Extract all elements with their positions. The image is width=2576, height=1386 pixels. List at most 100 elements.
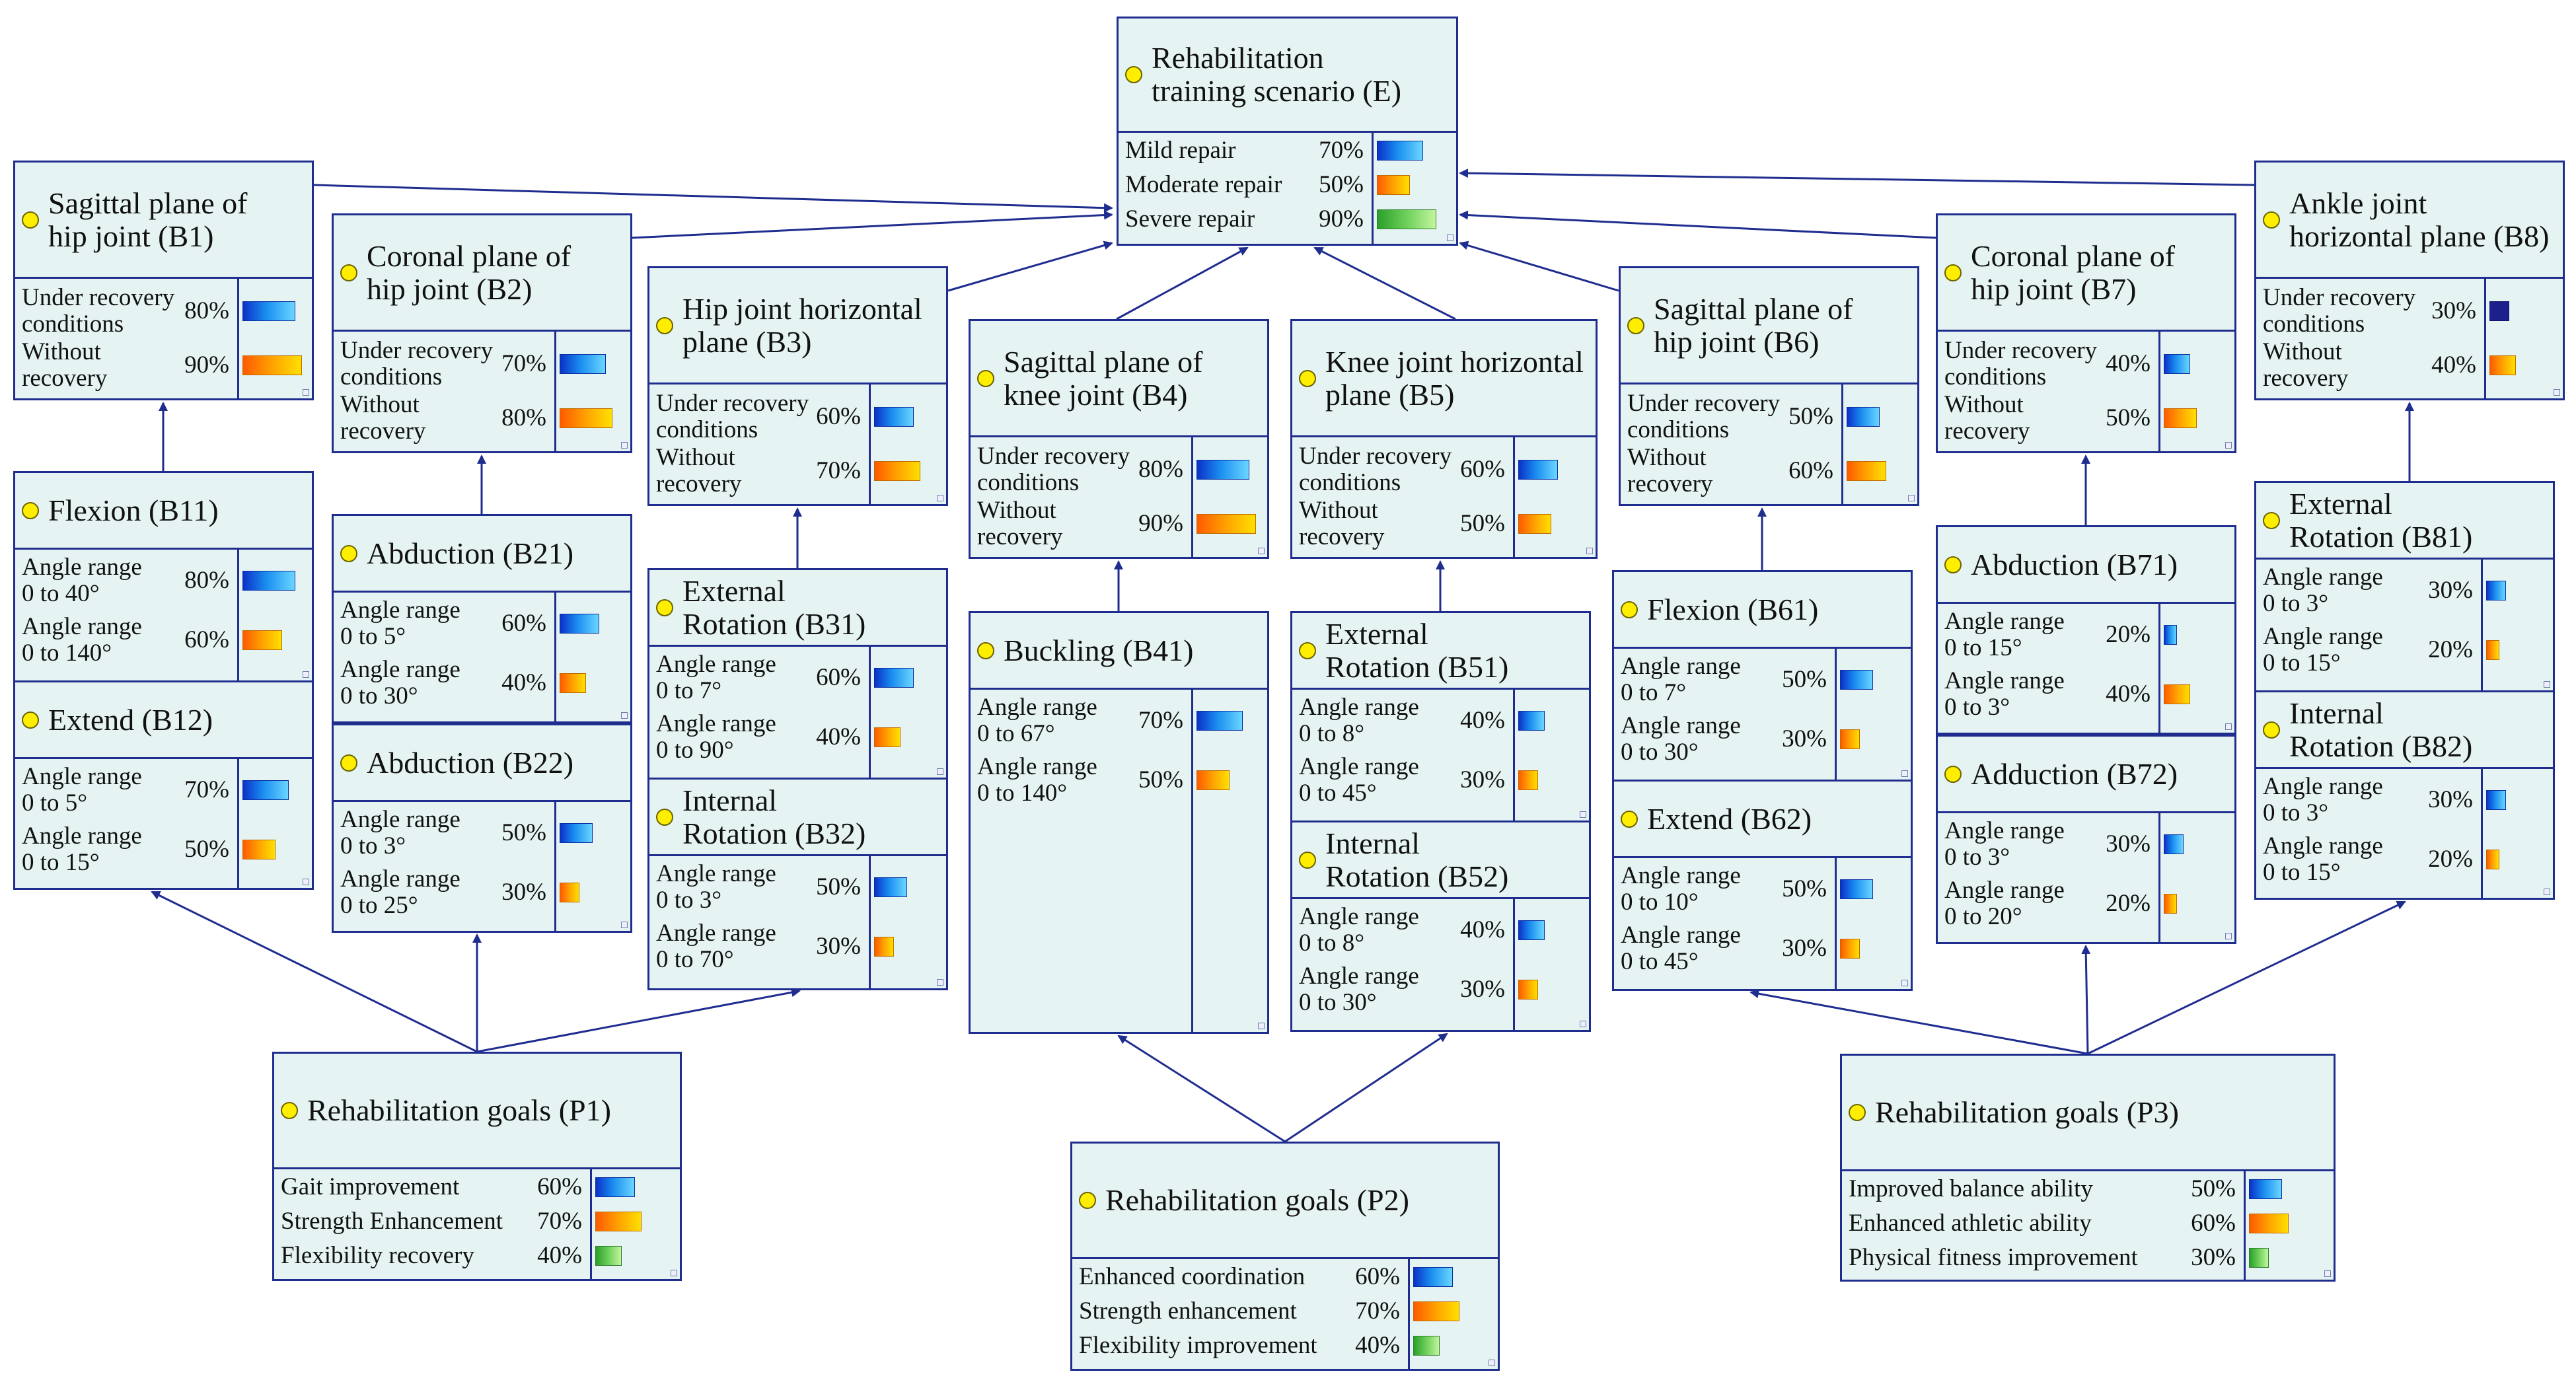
resize-handle-icon[interactable] (303, 671, 309, 678)
resize-handle-icon[interactable] (1580, 811, 1586, 818)
node-p2[interactable]: Rehabilitation goals (P2)Enhanced coordi… (1070, 1142, 1500, 1371)
bar-divider (1835, 647, 1837, 780)
state-percent: 50% (1319, 171, 1364, 198)
edge-p3-to-b72 (2081, 945, 2091, 1054)
state-percent: 60% (184, 626, 229, 653)
resize-handle-icon[interactable] (937, 979, 943, 986)
state-label: Improved balance ability (1849, 1175, 2093, 1202)
resize-handle-icon[interactable] (1901, 980, 1908, 986)
resize-handle-icon[interactable] (621, 442, 628, 449)
state-percent: 70% (1138, 707, 1183, 734)
probability-bar (595, 1212, 642, 1231)
state-label: 0 to 3° (1944, 694, 2010, 721)
probability-bar (1377, 175, 1410, 195)
resize-handle-icon[interactable] (1908, 495, 1915, 501)
probability-bar (1518, 980, 1538, 1000)
resize-handle-icon[interactable] (303, 879, 309, 885)
resize-handle-icon[interactable] (937, 495, 943, 501)
status-dot-icon (1299, 641, 1316, 659)
state-percent: 40% (816, 723, 861, 750)
resize-handle-icon[interactable] (1447, 235, 1454, 241)
node-title: External (2289, 486, 2392, 521)
state-label: Under recovery (340, 337, 494, 364)
resize-handle-icon[interactable] (937, 768, 943, 775)
resize-handle-icon[interactable] (1580, 1021, 1586, 1027)
node-title: Ankle joint (2289, 186, 2427, 220)
state-label: conditions (656, 416, 758, 443)
node-title: Rotation (B82) (2289, 729, 2473, 763)
bar-divider (1513, 435, 1515, 557)
state-label: Angle range (1299, 753, 1419, 780)
state-percent: 40% (2106, 680, 2151, 708)
resize-handle-icon[interactable] (2544, 889, 2550, 895)
resize-handle-icon[interactable] (1258, 548, 1265, 554)
node-p3[interactable]: Rehabilitation goals (P3)Improved balanc… (1840, 1054, 2336, 1282)
edge-p2-to-b52 (1284, 1033, 1448, 1143)
resize-handle-icon[interactable] (671, 1270, 677, 1276)
resize-handle-icon[interactable] (2554, 389, 2560, 396)
node-p1[interactable]: Rehabilitation goals (P1)Gait improvemen… (272, 1052, 682, 1281)
state-label: Angle range (656, 860, 776, 887)
probability-bar (2486, 640, 2499, 660)
state-percent: 40% (1460, 707, 1505, 734)
resize-handle-icon[interactable] (621, 712, 628, 719)
resize-handle-icon[interactable] (1258, 1023, 1265, 1029)
state-label: 0 to 90° (656, 737, 734, 764)
resize-handle-icon[interactable] (621, 922, 628, 928)
resize-handle-icon[interactable] (1586, 548, 1593, 554)
resize-handle-icon[interactable] (303, 389, 309, 396)
resize-handle-icon[interactable] (2324, 1270, 2331, 1277)
state-label: 0 to 15° (1944, 634, 2022, 661)
resize-handle-icon[interactable] (1901, 770, 1908, 777)
resize-handle-icon[interactable] (1489, 1360, 1495, 1366)
resize-handle-icon[interactable] (2225, 723, 2232, 730)
state-label: 0 to 20° (1944, 903, 2022, 930)
node-title: Sagittal plane of (48, 186, 248, 220)
node-title: Internal (682, 783, 778, 817)
resize-handle-icon[interactable] (2225, 933, 2232, 939)
bar-divider (554, 591, 556, 721)
resize-handle-icon[interactable] (2544, 681, 2550, 688)
bar-divider (237, 277, 239, 398)
resize-handle-icon[interactable] (2225, 442, 2232, 449)
probability-bar (2249, 1248, 2269, 1268)
probability-bar (1413, 1301, 1459, 1321)
